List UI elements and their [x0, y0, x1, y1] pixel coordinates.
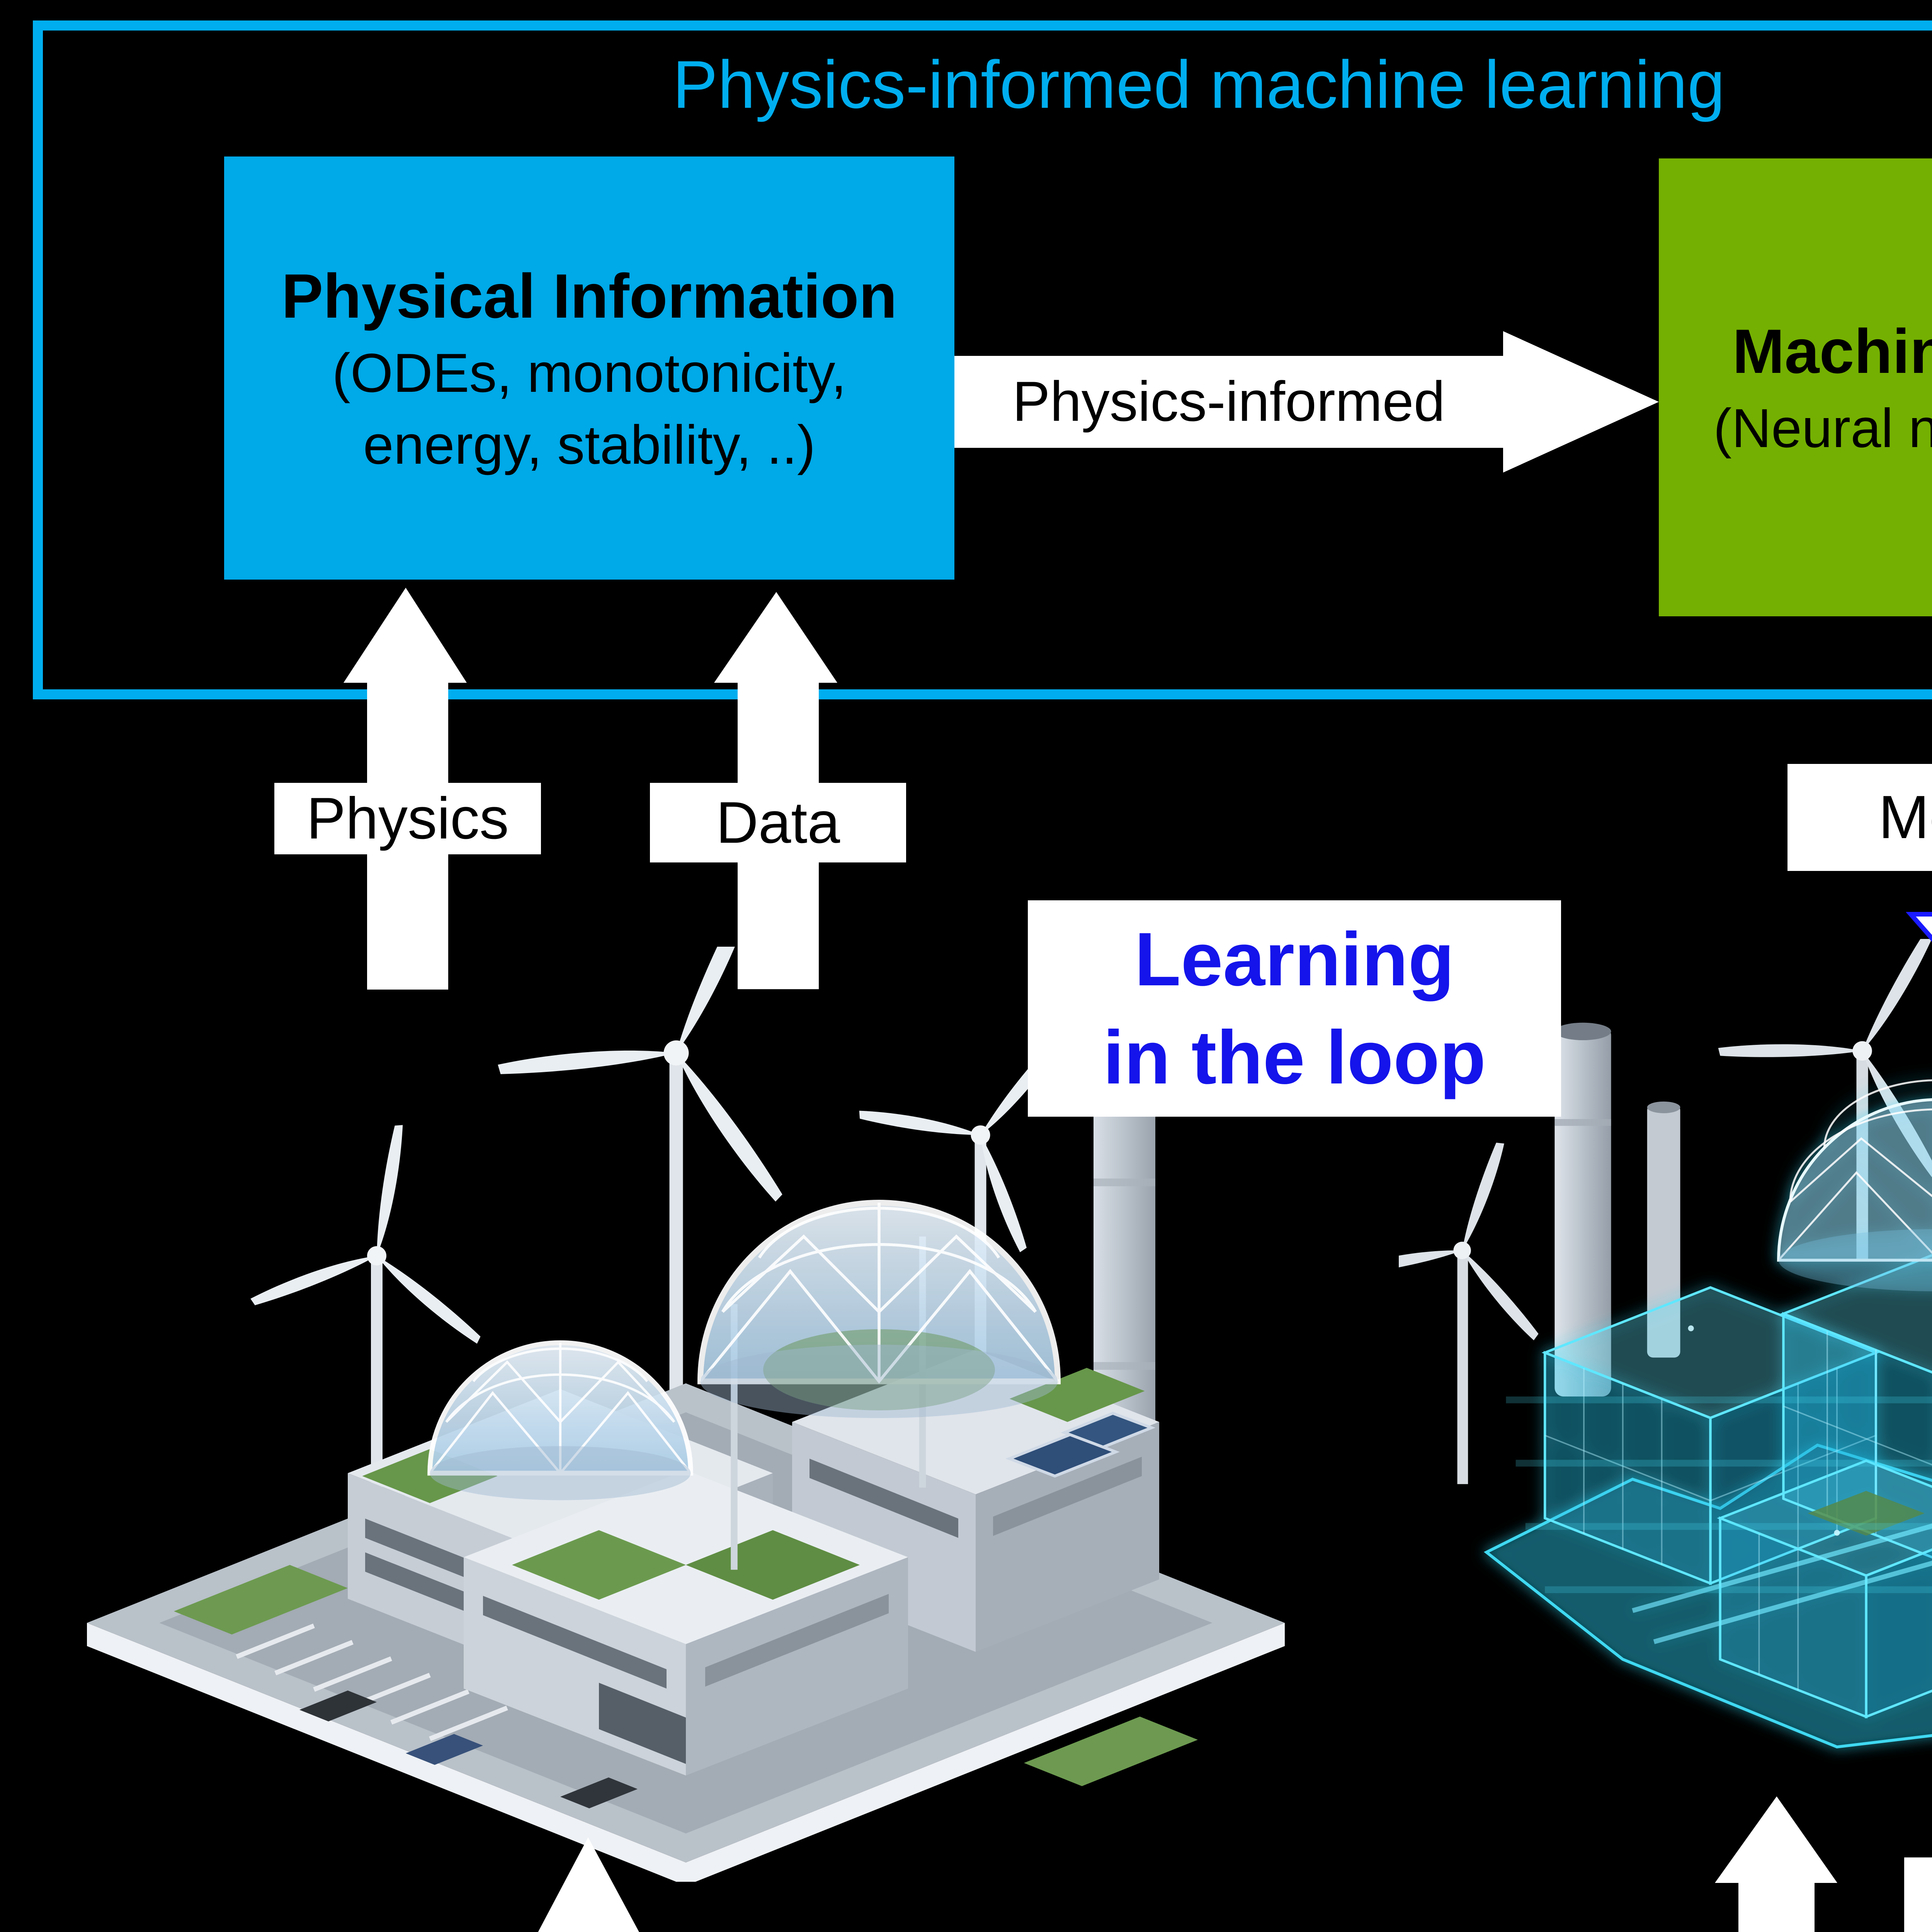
pipe	[1653, 1561, 1932, 1645]
eco-power-plant-icon	[87, 947, 1285, 1882]
physics-informed-arrow-label: Physics-informed	[1012, 370, 1445, 433]
query-up-arrow-icon	[1715, 1796, 1837, 1932]
green-roof	[1808, 1491, 1925, 1536]
optimal-experiment-up-arrow-icon	[527, 1837, 650, 1932]
learning-in-the-loop-line2: in the loop	[1103, 1015, 1486, 1100]
physics-informed-ml-frame	[33, 20, 1932, 699]
learning-in-the-loop-label: Learning in the loop	[1028, 900, 1561, 1117]
geodesic-dome-icon	[427, 1340, 693, 1500]
entrance-door	[599, 1683, 686, 1764]
wind-turbine-icon	[250, 947, 1062, 1604]
hologram-sparkles	[1688, 1325, 1840, 1536]
observe-label: Observe	[1904, 1857, 1932, 1932]
learning-in-the-loop-line1: Learning	[1134, 917, 1454, 1002]
cars	[299, 1690, 638, 1808]
building-block	[464, 1470, 908, 1776]
solar-panel-icon	[1005, 1433, 1120, 1478]
geodesic-dome-icon	[1777, 1079, 1932, 1291]
chimney-icon	[1554, 1022, 1680, 1397]
physical-information-box: Physical Information (ODEs, monotonicity…	[224, 156, 954, 580]
digital-twin-plant-icon	[1399, 939, 1932, 1748]
eco-power-plant-illustration	[58, 947, 1314, 1882]
machine-learning-title: Machine Learning	[1732, 316, 1932, 386]
pim-frame-title: Physics-informed machine learning	[672, 47, 1725, 122]
wind-turbine-icon	[1399, 939, 1932, 1484]
grass-patch	[174, 1565, 348, 1634]
hologram-scanlines	[1506, 1396, 1932, 1593]
modeling-down-arrow-icon	[1906, 616, 1932, 1020]
physical-information-title: Physical Information	[281, 261, 897, 331]
physical-information-subtitle-2: energy, stability, ..)	[363, 414, 816, 476]
machine-learning-subtitle: (Neural network, GP…)	[1713, 397, 1932, 459]
grass-patch	[1024, 1716, 1198, 1786]
physics-label: Physics	[274, 783, 541, 854]
pipe	[1632, 1523, 1932, 1613]
physical-information-subtitle-1: (ODEs, monotonicity,	[332, 342, 847, 404]
physics-informed-arrow-icon	[954, 321, 1659, 483]
building-block	[792, 1349, 1159, 1652]
modeling-label: Modeling	[1787, 764, 1932, 871]
solar-panel-icon	[1060, 1412, 1156, 1449]
geodesic-dome-icon	[697, 1200, 1061, 1418]
digital-twin-plant-illustration	[1399, 939, 1932, 1820]
data-label: Data	[650, 783, 906, 862]
wireframe-building	[1717, 1459, 1932, 1719]
machine-learning-box: Machine Learning (Neural network, GP…)	[1659, 158, 1932, 616]
